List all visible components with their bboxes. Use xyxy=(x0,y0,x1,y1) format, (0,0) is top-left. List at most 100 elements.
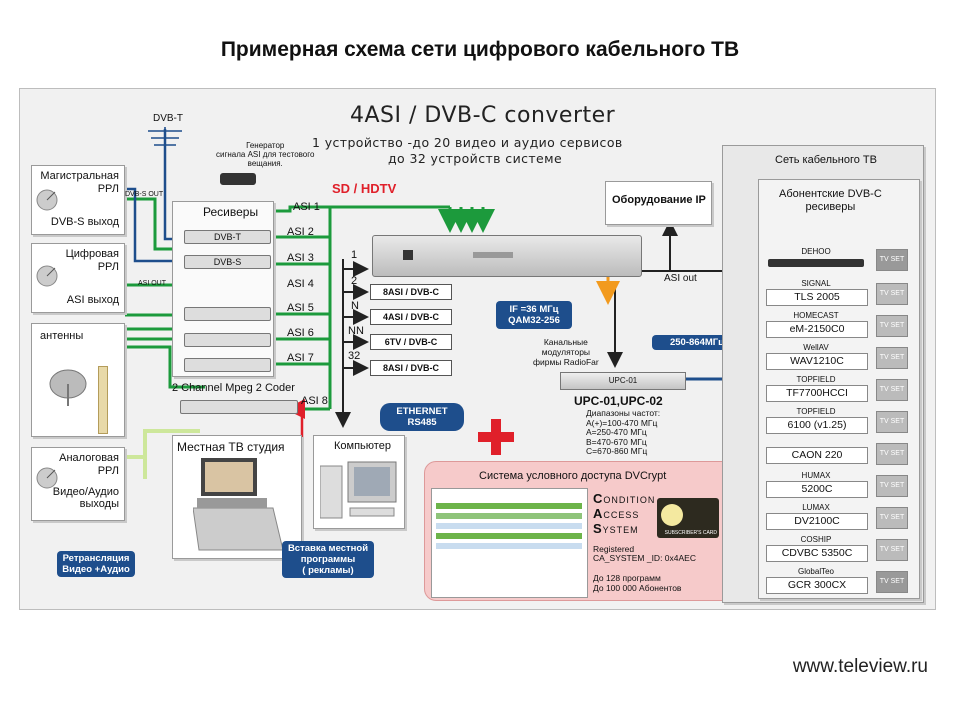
dish-antenna-icon xyxy=(36,265,58,287)
subscriber-item: WellAV WAV1210C TV SET xyxy=(766,341,910,373)
receiver-unit xyxy=(184,307,271,321)
cas-title: Система условного доступа DVCrypt xyxy=(479,470,667,482)
coder-label: 2 Channel Mpeg 2 Coder xyxy=(172,382,295,394)
subscriber-item: LUMAX DV2100C TV SET xyxy=(766,501,910,533)
count-label: 2 xyxy=(351,275,358,287)
coder-unit xyxy=(180,400,298,414)
modulator-device: UPC-01 xyxy=(560,372,686,390)
asi-label: ASI 5 xyxy=(287,302,314,314)
receivers-title: Ресиверы xyxy=(203,205,259,219)
tv-set: TV SET xyxy=(876,379,908,401)
dvbs-out-link: DVB-S OUT xyxy=(125,191,164,198)
subscriber-item: GlobalTeo GCR 300CX TV SET xyxy=(766,565,910,597)
satellite-dish-icon xyxy=(49,369,87,406)
module-box: 6TV / DVB-C xyxy=(370,334,452,350)
count-label: 32 xyxy=(348,350,361,362)
asi-out-link: ASI OUT xyxy=(138,280,167,287)
tv-set: TV SET xyxy=(876,411,908,433)
computer-box: Компьютер xyxy=(313,435,405,529)
module-box: 8ASI / DVB-C xyxy=(370,360,452,376)
subscriber-item: TOPFIELD TF7700HCCI TV SET xyxy=(766,373,910,405)
receiver-device xyxy=(768,259,864,267)
converter-line1: 1 устройство -до 20 видео и аудио сервис… xyxy=(312,135,623,150)
tv-set: TV SET xyxy=(876,475,908,497)
count-label: 1 xyxy=(351,249,358,261)
network-diagram: 4ASI / DVB-C converter 1 устройство -до … xyxy=(19,88,936,610)
band-tag: 250-864МГц xyxy=(652,335,742,350)
subscriber-item: SIGNAL TLS 2005 TV SET xyxy=(766,277,910,309)
subscriber-item: CAON 220 TV SET xyxy=(766,437,910,469)
computer-icon xyxy=(320,461,397,519)
asi-label: ASI 8 xyxy=(301,395,328,407)
count-label: NN xyxy=(348,325,364,337)
cas-panel: Система условного доступа DVCrypt CONDIT… xyxy=(424,461,734,601)
dvbt-antenna-icon xyxy=(148,127,182,163)
cas-screenshot xyxy=(431,488,588,598)
cas-acronym: CONDITION ACCESS SYSTEM xyxy=(593,491,656,536)
receiver-unit xyxy=(184,358,271,372)
generator-device xyxy=(220,173,256,185)
asi-label: ASI 1 xyxy=(293,201,320,213)
subscriber-item: HOMECAST eM-2150C0 TV SET xyxy=(766,309,910,341)
tv-set: TV SET xyxy=(876,443,908,465)
studio-console-icon xyxy=(193,458,283,551)
subscriber-list: DEHOO TV SET SIGNAL TLS 2005 TV SET HOME… xyxy=(766,245,910,601)
asi-label: ASI 7 xyxy=(287,352,314,364)
converter-title: 4ASI / DVB-C converter xyxy=(350,103,616,128)
tv-set: TV SET xyxy=(876,347,908,369)
tv-set: TV SET xyxy=(876,249,908,271)
ip-equipment-label: Оборудование IP xyxy=(612,194,706,206)
computer-label: Компьютер xyxy=(334,440,391,452)
subscriber-item: DEHOO TV SET xyxy=(766,245,910,277)
tv-set: TV SET xyxy=(876,507,908,529)
asi-label: ASI 2 xyxy=(287,226,314,238)
receiver-unit: DVB-T xyxy=(184,230,271,244)
footer-url[interactable]: www.teleview.ru xyxy=(792,656,928,677)
studio-box: Местная ТВ студия xyxy=(172,435,302,559)
antenna-mast xyxy=(98,366,108,434)
modulator-model: UPC-01,UPC-02 xyxy=(574,394,663,408)
dish-antenna-icon xyxy=(36,467,58,489)
subscriber-card: SUBSCRIBER'S CARD xyxy=(657,498,719,538)
tv-set: TV SET xyxy=(876,539,908,561)
converter-device xyxy=(372,235,642,277)
tv-set: TV SET xyxy=(876,315,908,337)
count-label: N xyxy=(351,300,359,312)
subscriber-item: HUMAX 5200C TV SET xyxy=(766,469,910,501)
plus-icon xyxy=(476,417,516,457)
module-box: 4ASI / DVB-C xyxy=(370,309,452,325)
tv-set: TV SET xyxy=(876,571,908,593)
cable-network-title: Сеть кабельного ТВ xyxy=(775,154,877,166)
subscriber-item: COSHIP CDVBC 5350C TV SET xyxy=(766,533,910,565)
source-antennas: антенны xyxy=(31,323,125,437)
slide-title: Примерная схема сети цифрового кабельног… xyxy=(220,38,740,61)
asi-label: ASI 3 xyxy=(287,252,314,264)
studio-label: Местная ТВ студия xyxy=(177,440,285,454)
sd-hdtv-label: SD / HDTV xyxy=(332,181,397,196)
asi-label: ASI 4 xyxy=(287,278,314,290)
retranslation-tag: Ретрансляция Видео +Аудио xyxy=(57,551,135,577)
asi-label: ASI 6 xyxy=(287,327,314,339)
receivers-rack: Ресиверы xyxy=(172,201,274,377)
tv-set: TV SET xyxy=(876,283,908,305)
subscriber-item: TOPFIELD 6100 (v1.25) TV SET xyxy=(766,405,910,437)
dvbt-antenna-label: DVB-T xyxy=(153,113,183,124)
ip-equipment-box: Оборудование IP xyxy=(605,181,712,225)
dish-antenna-icon xyxy=(36,189,58,211)
receiver-unit xyxy=(184,333,271,347)
asi-out-label: ASI out xyxy=(664,273,697,284)
module-box: 8ASI / DVB-C xyxy=(370,284,452,300)
receiver-unit: DVB-S xyxy=(184,255,271,269)
converter-line2: до 32 устройств системе xyxy=(388,151,563,166)
